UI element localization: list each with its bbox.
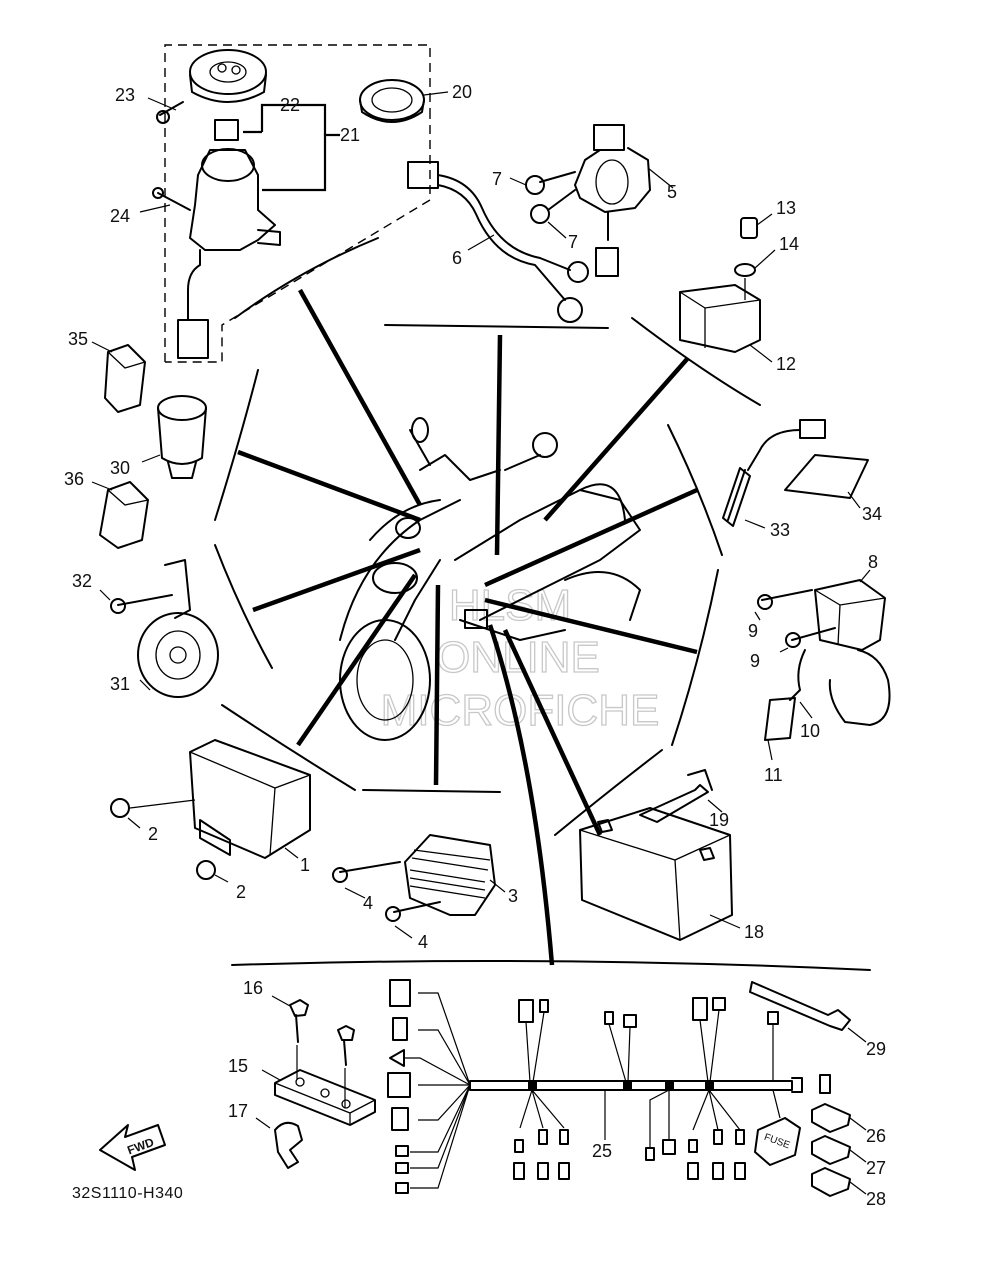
callout-26: 26 — [866, 1126, 886, 1146]
fuse-label: FUSE — [762, 1132, 791, 1152]
callout-36: 36 — [64, 469, 84, 489]
callout-19: 19 — [709, 810, 729, 830]
callout-3: 3 — [508, 886, 518, 906]
callout-14: 14 — [779, 234, 799, 254]
rectifier-group — [332, 834, 506, 939]
forward-arrow: FWD — [99, 1124, 166, 1171]
callout-2b: 2 — [236, 882, 246, 902]
callout-7b: 7 — [568, 232, 578, 252]
callout-5: 5 — [667, 182, 677, 202]
callout-6: 6 — [452, 248, 462, 268]
callout-22: 22 — [280, 95, 300, 115]
wire-harness-group: FUSE — [387, 979, 867, 1197]
callout-12: 12 — [776, 354, 796, 374]
callout-9b: 9 — [750, 651, 760, 671]
callout-21: 21 — [340, 125, 360, 145]
bracket-group — [255, 995, 376, 1169]
callout-9a: 9 — [748, 621, 758, 641]
callout-30: 30 — [110, 458, 130, 478]
callout-32: 32 — [72, 571, 92, 591]
callout-20: 20 — [452, 82, 472, 102]
section-dividers — [214, 237, 871, 971]
callout-23: 23 — [115, 85, 135, 105]
relay-left-group — [91, 341, 207, 549]
callout-31: 31 — [110, 674, 130, 694]
relay-12-group — [679, 213, 776, 363]
callout-16: 16 — [243, 978, 263, 998]
callout-numbers: 23 22 21 20 24 7 7 5 6 13 14 12 35 30 36… — [64, 82, 886, 1209]
battery-group — [579, 769, 741, 941]
callout-33: 33 — [770, 520, 790, 540]
callout-7a: 7 — [492, 169, 502, 189]
callout-4a: 4 — [363, 893, 373, 913]
callout-11: 11 — [764, 765, 783, 785]
starter-relay-group — [407, 124, 674, 323]
callout-34: 34 — [862, 504, 882, 524]
callout-13: 13 — [776, 198, 796, 218]
callout-10: 10 — [800, 721, 820, 741]
callout-17: 17 — [228, 1101, 248, 1121]
callout-4b: 4 — [418, 932, 428, 952]
ignition-coil-group — [754, 569, 891, 761]
callout-29: 29 — [866, 1039, 886, 1059]
callout-18: 18 — [744, 922, 764, 942]
callout-15: 15 — [228, 1056, 248, 1076]
callout-2a: 2 — [148, 824, 158, 844]
drawing-code: 32S1110-H340 — [72, 1185, 183, 1202]
cdi-unit-group — [110, 739, 311, 883]
callout-1: 1 — [300, 855, 310, 875]
ignition-switch-group — [139, 44, 431, 363]
sensor-group — [722, 419, 869, 529]
callout-27: 27 — [866, 1158, 886, 1178]
horn-group — [99, 559, 219, 698]
callout-35: 35 — [68, 329, 88, 349]
grommet — [359, 79, 449, 123]
callout-25: 25 — [592, 1141, 612, 1161]
callout-8: 8 — [868, 552, 878, 572]
callout-24: 24 — [110, 206, 130, 226]
location-lines — [237, 288, 698, 966]
callout-28: 28 — [866, 1189, 886, 1209]
motorcycle-illustration — [339, 417, 641, 741]
